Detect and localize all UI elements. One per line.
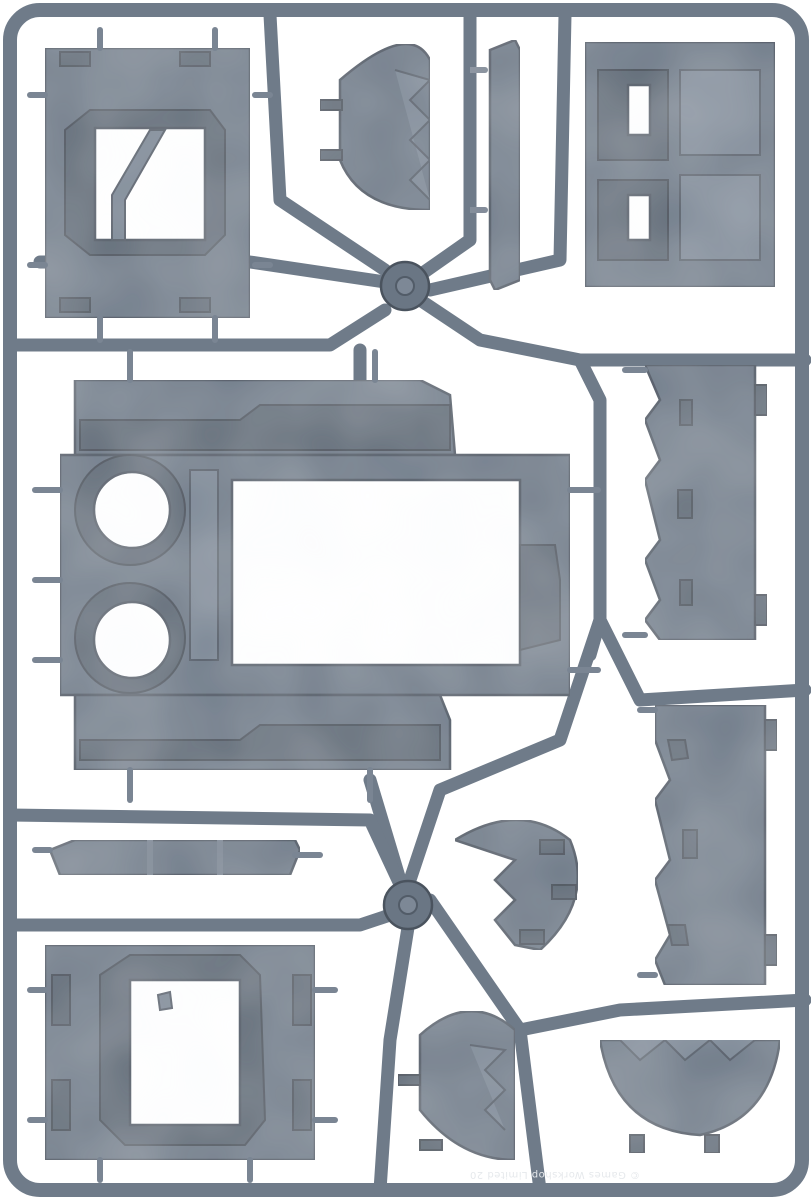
molded-copyright-text: © Games Workshop Limited 20 bbox=[469, 1169, 640, 1180]
sprue-hub-bottom-pin bbox=[398, 895, 418, 915]
part-side-armor-right-upper bbox=[643, 363, 768, 642]
part-half-disc-bottom bbox=[397, 1009, 517, 1162]
sprue-hub-top-pin bbox=[395, 276, 415, 296]
part-door-panel-top-right bbox=[583, 40, 777, 289]
part-hatch-plate-bottom-left bbox=[43, 943, 317, 1162]
part-hatch-plate-top-left bbox=[43, 46, 252, 320]
part-half-disc-top bbox=[319, 42, 432, 212]
part-bracket-bar bbox=[48, 837, 302, 878]
part-vertical-bar-top bbox=[467, 38, 522, 292]
part-half-disc-bottom-right bbox=[598, 1038, 782, 1154]
sprue-runners bbox=[3, 8, 811, 1197]
sprue-outer-frame bbox=[3, 3, 809, 1197]
part-side-armor-right-lower bbox=[653, 703, 778, 987]
sprue-attachment-gates bbox=[27, 27, 658, 1183]
part-hull-plate-center bbox=[58, 378, 572, 772]
part-half-disc-mid-right bbox=[452, 818, 580, 952]
